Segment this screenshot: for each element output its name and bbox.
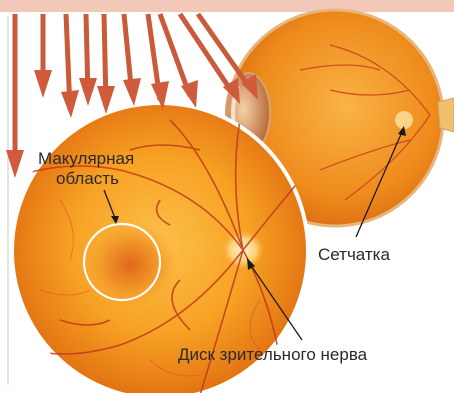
light-arrow [123,14,141,106]
light-arrow [97,14,115,114]
light-arrow [6,14,24,178]
label-macula-line1: Макулярная [38,149,134,168]
optic-nerve [438,98,454,132]
light-arrow [34,14,52,98]
label-retina: Сетчатка [318,245,390,264]
label-macula-line2: область [56,169,119,188]
light-arrow [61,14,79,118]
light-arrow [79,14,97,106]
label-optic-disc: Диск зрительного нерва [178,345,368,364]
header-bar [0,0,454,12]
